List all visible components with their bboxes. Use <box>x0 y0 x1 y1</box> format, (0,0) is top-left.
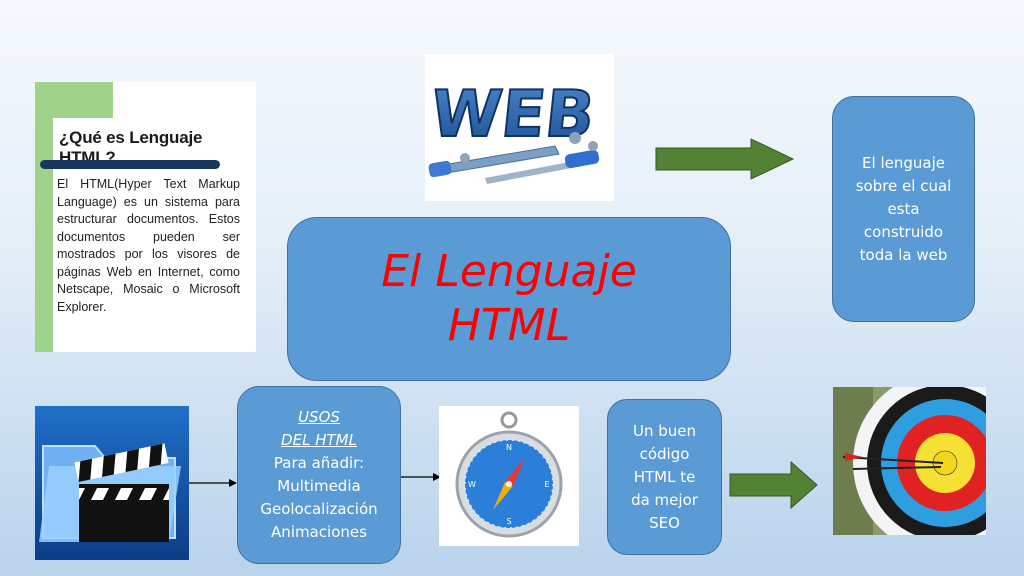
web-tools-icon: WEB <box>426 76 600 184</box>
usos-box: USOS DEL HTML Para añadir: Multimedia Ge… <box>237 386 401 564</box>
compass-south: S <box>506 517 511 526</box>
green-arrow-top <box>655 138 795 180</box>
target-icon <box>833 387 986 535</box>
usos-subheading: DEL HTML <box>281 431 357 449</box>
usos-line: Geolocalización <box>260 500 378 518</box>
compass-image: N S E W <box>439 406 579 546</box>
usos-line: Animaciones <box>271 523 367 541</box>
archery-target-image <box>833 387 986 535</box>
web-word-image: WEB <box>425 54 614 201</box>
main-title-line1: El Lenguaje <box>381 246 637 297</box>
definition-line: construido <box>863 222 944 241</box>
usos-line: Para añadir: <box>273 454 365 472</box>
html-info-card: ¿Qué es Lenguaje HTML? El HTML(Hyper Tex… <box>35 82 256 352</box>
card-body: El HTML(Hyper Text Markup Language) es u… <box>57 177 240 314</box>
main-title-line2: HTML <box>447 300 571 351</box>
seo-line: da mejor <box>631 490 698 509</box>
clapperboard-icon <box>39 443 181 542</box>
connector-arrow-clap-usos <box>189 479 237 487</box>
green-arrow-bottom <box>729 461 818 509</box>
seo-line: Un buen <box>632 421 697 440</box>
main-title-box: El Lenguaje HTML <box>287 217 731 381</box>
usos-line: Multimedia <box>277 477 361 495</box>
seo-box: Un buen código HTML te da mejor SEO <box>607 399 722 555</box>
card-green-corner <box>35 82 113 118</box>
seo-line: código <box>639 444 690 463</box>
definition-line: toda la web <box>859 245 948 264</box>
compass-east: E <box>544 480 549 489</box>
card-green-stripe <box>35 82 53 352</box>
compass-north: N <box>506 443 512 452</box>
usos-heading: USOS <box>298 408 340 426</box>
compass-west: W <box>468 480 476 489</box>
definition-line: sobre el cual <box>855 176 952 195</box>
definition-box: El lenguaje sobre el cual esta construid… <box>832 96 975 322</box>
seo-line: HTML te <box>633 467 696 486</box>
definition-line: esta <box>887 199 920 218</box>
card-title-underline <box>40 160 220 169</box>
seo-line: SEO <box>649 513 680 532</box>
definition-line: El lenguaje <box>862 153 945 172</box>
multimedia-folder-image <box>35 406 189 560</box>
compass-icon: N S E W <box>455 411 563 538</box>
